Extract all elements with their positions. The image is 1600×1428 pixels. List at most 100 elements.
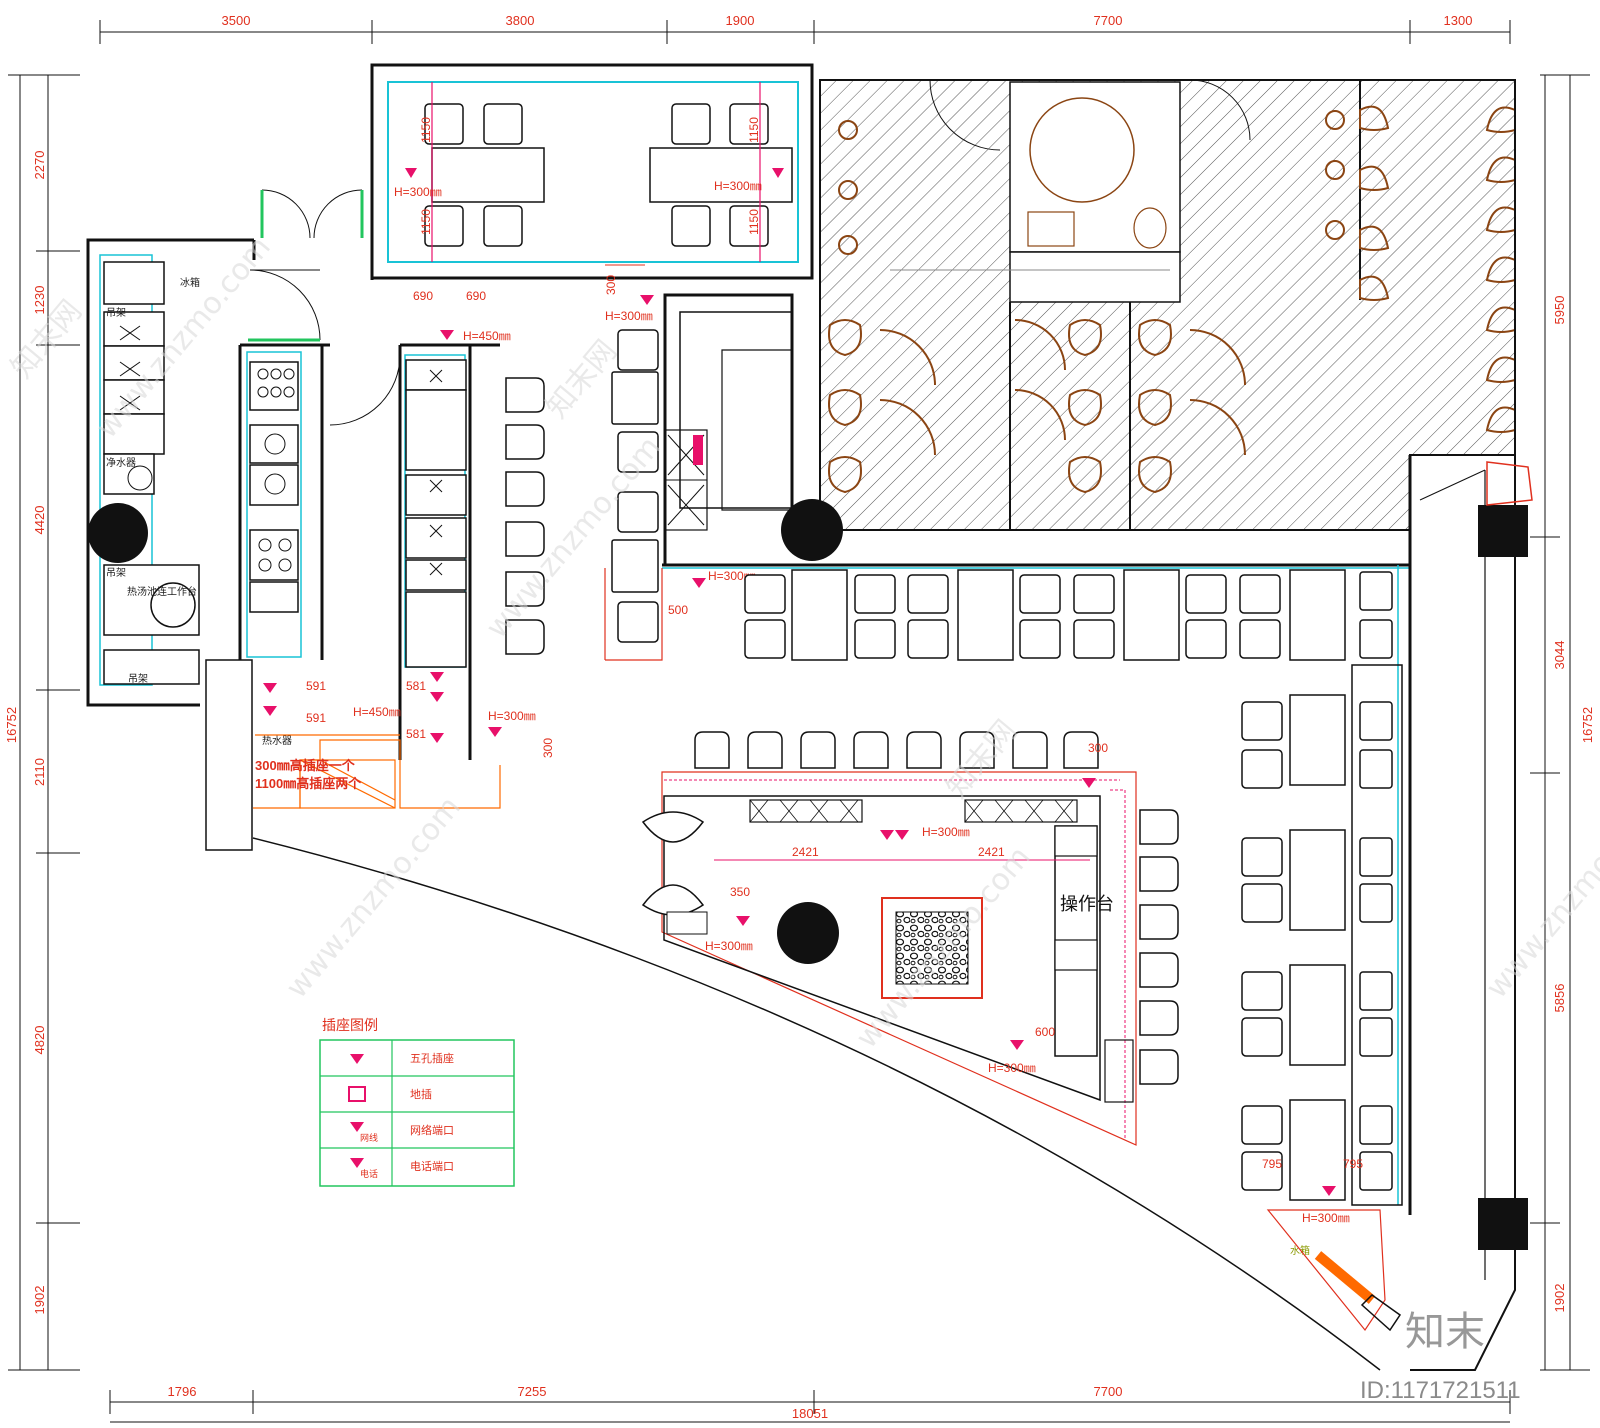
dim-top-1: 3500 xyxy=(222,13,251,28)
dim-top-5: 1300 xyxy=(1444,13,1473,28)
dim-left-total: 16752 xyxy=(4,707,19,743)
dim-top-4: 7700 xyxy=(1094,13,1123,28)
rack-top-label: 吊架 xyxy=(106,307,126,319)
dim-right-total: 16752 xyxy=(1580,707,1595,743)
socket-note-1: 300㎜高插座一个 xyxy=(255,758,356,773)
h300-bar-bottom: H=300㎜ xyxy=(988,1061,1036,1075)
dim-581-a: 581 xyxy=(406,679,426,693)
toilets xyxy=(828,105,1516,494)
dim-690-a: 690 xyxy=(413,289,433,303)
soup-station-label: 热汤池连工作台 xyxy=(127,585,197,598)
h450-top: H=450㎜ xyxy=(463,329,511,343)
dim-350: 350 xyxy=(730,885,750,899)
corridor-tables xyxy=(744,569,1393,661)
rack-mid-label: 吊架 xyxy=(106,567,126,579)
h300-corridor: H=300㎜ xyxy=(708,569,756,583)
bar-island-stools-top xyxy=(694,731,1099,769)
watermark-brand-3: 知末网 xyxy=(939,714,1024,805)
kitchen-annotations: 690 690 H=450㎜ 591 591 581 581 H=450㎜ H=… xyxy=(255,289,555,791)
right-dining xyxy=(1397,80,1533,1371)
kitchen-labels: 冰箱 吊架 净水器 吊架 热汤池连工作台 吊架 热水器 xyxy=(106,276,292,747)
dim-left-2: 1230 xyxy=(32,286,47,315)
structural-columns xyxy=(88,499,843,964)
network-port-icon xyxy=(350,1122,364,1132)
dim-690-b: 690 xyxy=(466,289,486,303)
dim-300-mid: 300 xyxy=(541,738,555,758)
legend-item-network: 网络端口 xyxy=(410,1123,454,1137)
dim-left-5: 4820 xyxy=(32,1026,47,1055)
watermark-4: www.znzmo.com xyxy=(849,840,1038,1055)
dim-300-bar: 300 xyxy=(1088,741,1108,755)
dim-left-1: 2270 xyxy=(32,151,47,180)
brand-logo: 知末 xyxy=(1405,1309,1485,1355)
restroom-block xyxy=(819,79,1516,531)
private-dining-room xyxy=(370,63,814,280)
legend-title: 插座图例 xyxy=(322,1018,378,1034)
kitchen-walls xyxy=(86,190,500,760)
curved-facade xyxy=(252,837,1381,1371)
dim-left-3: 4420 xyxy=(32,506,47,535)
dim-591-a: 591 xyxy=(306,679,326,693)
kitchen-equipment xyxy=(103,261,467,851)
socket-markers xyxy=(263,168,1336,1196)
dim-right-1: 5950 xyxy=(1552,296,1567,325)
bar-island-stools-right xyxy=(1139,809,1179,1085)
water-heater-label: 热水器 xyxy=(262,734,292,747)
operation-table-label: 操作台 xyxy=(1060,894,1114,915)
dim-2421-a: 2421 xyxy=(792,845,819,859)
dim-1150-a: 1150 xyxy=(419,117,433,143)
h300-bar: H=300㎜ xyxy=(922,825,970,839)
dining-room-annotations: H=300㎜ H=300㎜ 1150 1150 1150 1150 xyxy=(394,117,762,235)
dim-1150-d: 1150 xyxy=(747,209,761,235)
dim-bottom-2: 7255 xyxy=(518,1384,547,1399)
entrance-stair xyxy=(1266,1209,1402,1332)
dim-300-left: 300 xyxy=(604,275,618,295)
dim-right-4: 1902 xyxy=(1552,1284,1567,1313)
dim-591-b: 591 xyxy=(306,711,326,725)
legend-tag-phone: 电话 xyxy=(360,1168,378,1180)
h300-bar-left: H=300㎜ xyxy=(705,939,753,953)
h450-mid: H=450㎜ xyxy=(353,705,401,719)
dining-left-height: H=300㎜ xyxy=(394,185,442,199)
dim-795-b: 795 xyxy=(1343,1157,1363,1171)
right-tables xyxy=(1241,664,1403,1206)
kitchen-green-windows xyxy=(248,190,364,342)
dim-500: 500 xyxy=(668,603,688,617)
dim-795-a: 795 xyxy=(1262,1157,1282,1171)
dim-left-4: 2110 xyxy=(32,758,47,786)
service-chairs xyxy=(611,329,659,643)
socket-note-2: 1100㎜高插座两个 xyxy=(255,776,362,791)
socket-legend: 插座图例 网线 电话 五孔插座 地插 网络端口 电话端口 xyxy=(319,1018,515,1187)
dimension-texts: 3500 3800 1900 7700 1300 1796 7255 7700 … xyxy=(4,13,1595,1421)
bar-island-annotations: 300 H=300㎜ 2421 2421 350 H=300㎜ 600 H=30… xyxy=(705,741,1114,1075)
legend-item-floor: 地插 xyxy=(410,1087,432,1101)
dim-581-b: 581 xyxy=(406,727,426,741)
dim-top-2: 3800 xyxy=(506,13,535,28)
watermark-5: www.znzmo.com xyxy=(1479,790,1600,1005)
kitchen-orange-lines xyxy=(253,734,501,809)
image-id-label: ID:1171721511 xyxy=(1360,1377,1521,1404)
kitchen-doors xyxy=(249,189,401,426)
service-annotations: 300 H=300㎜ H=300㎜ 500 xyxy=(604,275,756,617)
legend-item-five-hole: 五孔插座 xyxy=(410,1051,454,1065)
left-bar-stools xyxy=(505,377,545,655)
floor-socket-icon xyxy=(348,1086,366,1102)
legend-item-phone: 电话端口 xyxy=(410,1160,454,1173)
dim-2421-b: 2421 xyxy=(978,845,1005,859)
dim-1150-b: 1150 xyxy=(419,209,433,235)
dim-top-3: 1900 xyxy=(726,13,755,28)
h300-right: H=300㎜ xyxy=(1302,1211,1350,1225)
h300-mid: H=300㎜ xyxy=(488,709,536,723)
watermark-3: www.znzmo.com xyxy=(279,790,468,1005)
five-hole-socket-icon xyxy=(350,1054,364,1064)
phone-port-icon xyxy=(350,1158,364,1168)
dim-bottom-3: 7700 xyxy=(1094,1384,1123,1399)
dim-bottom-1: 1796 xyxy=(168,1384,197,1399)
dim-right-3: 5856 xyxy=(1552,984,1567,1013)
legend-tag-network: 网线 xyxy=(360,1132,378,1144)
dim-bottom-total: 18051 xyxy=(792,1406,828,1421)
dim-600: 600 xyxy=(1035,1025,1055,1039)
service-area xyxy=(604,264,1410,661)
dimension-lines xyxy=(8,20,1590,1423)
